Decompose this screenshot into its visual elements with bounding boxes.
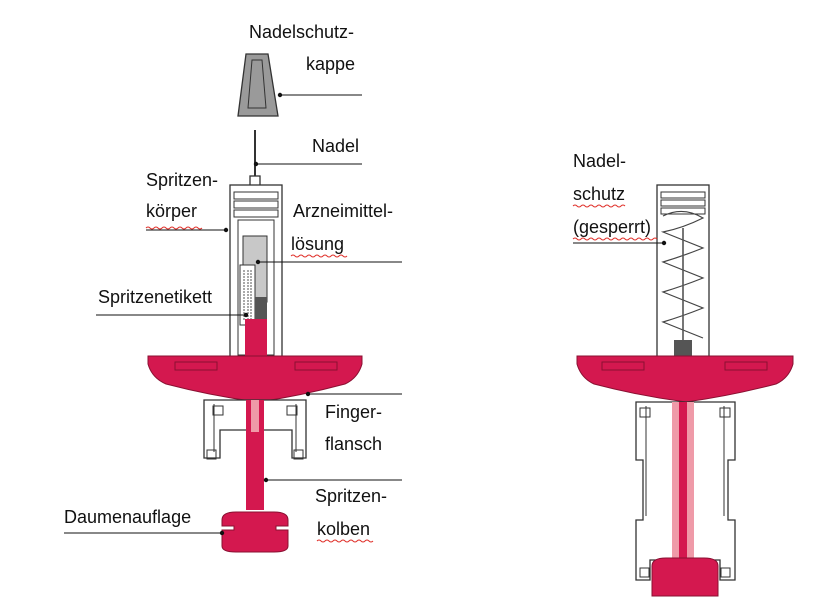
needle-cap-label-line2: kappe [306, 54, 355, 74]
guard-label-line3: (gesperrt) [573, 217, 651, 237]
guard-label-line2: schutz [573, 184, 625, 204]
plunger-rod-upper [245, 319, 267, 359]
guard-stopper [674, 340, 692, 360]
syringe-guard-locked [576, 184, 794, 597]
syringe-label-label: Spritzenetikett [98, 287, 212, 307]
finger-flange-right [576, 355, 794, 403]
solution-label-line1: Arzneimittel- [293, 201, 393, 221]
guard-label-line1: Nadel- [573, 151, 626, 171]
solution-label-line2: lösung [291, 234, 344, 254]
needle-cap [237, 53, 279, 117]
spellcheck-underlines [145, 204, 658, 543]
finger-flange [147, 355, 363, 403]
thumb-pad-label: Daumenauflage [64, 507, 191, 527]
finger-flange-label-line1: Finger- [325, 402, 382, 422]
thumb-pad [221, 511, 289, 553]
needle-cap-label-line1: Nadelschutz- [249, 22, 354, 42]
plunger-stopper [255, 297, 267, 319]
labels: Nadelschutz- kappe Nadel Spritzen- körpe… [64, 22, 651, 539]
leader-lines [64, 92, 667, 536]
barrel-label-line1: Spritzen- [146, 170, 218, 190]
finger-flange-label-line2: flansch [325, 434, 382, 454]
plunger-label-line1: Spritzen- [315, 486, 387, 506]
syringe-assembled [147, 53, 363, 553]
needle-label: Nadel [312, 136, 359, 156]
plunger-rod-lower [246, 400, 264, 510]
thumb-pad-right [651, 557, 719, 597]
plunger-label-line2: kolben [317, 519, 370, 539]
barrel-label-line2: körper [146, 201, 197, 221]
